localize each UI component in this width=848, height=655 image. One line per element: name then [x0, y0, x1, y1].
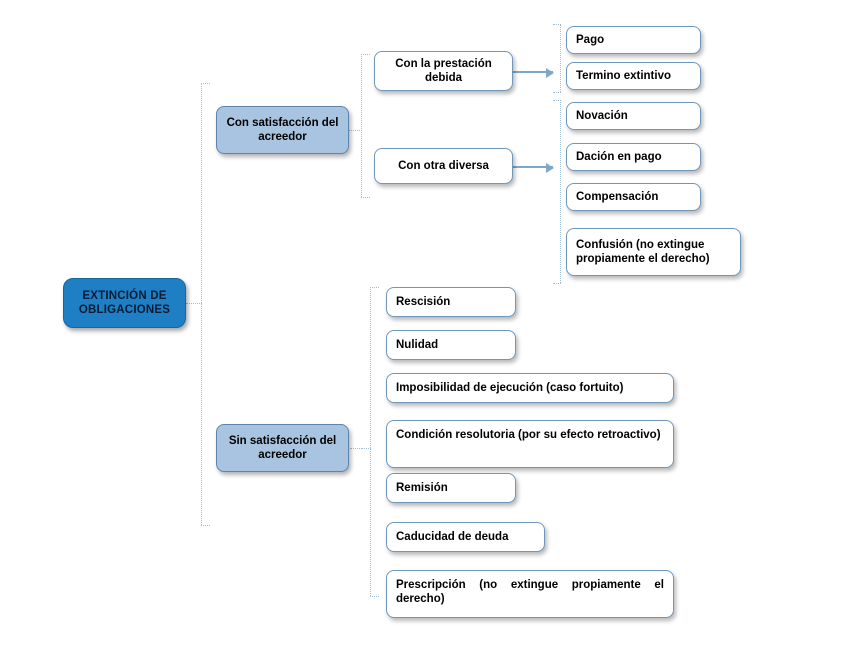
- subbranch-node-con-la-prestacion-debida[interactable]: Con la prestación debida: [374, 51, 513, 91]
- item-node-compensacion-label: Compensación: [576, 190, 659, 203]
- connector-con-satisfaccion-cap-top: [361, 54, 370, 55]
- connector-main-bracket-cap-bottom: [201, 525, 210, 526]
- item-node-imposibilidad-de-ejecucion[interactable]: Imposibilidad de ejecución (caso fortuit…: [386, 373, 674, 403]
- connector-sin-satisfaccion-stub: [350, 448, 362, 449]
- connector-prestacion-items-cap-top: [553, 24, 561, 25]
- subbranch-node-con-otra-diversa-label: Con otra diversa: [398, 159, 489, 172]
- branch-node-sin-satisfaccion-label: Sin satisfacción del acreedor: [228, 434, 337, 461]
- item-node-condicion-resolutoria-label: Condición resolutoria (por su efecto ret…: [396, 429, 661, 441]
- connector-con-satisfaccion-stub: [349, 130, 362, 131]
- connector-sin-satisfaccion-midjoin: [362, 448, 371, 449]
- item-node-confusion[interactable]: Confusión (no extingue propiamente el de…: [566, 228, 741, 276]
- item-node-prescripcion-label: Prescripción (no extingue propiamente el…: [396, 579, 664, 606]
- branch-node-con-satisfaccion[interactable]: Con satisfacción del acreedor: [216, 106, 349, 154]
- subbranch-node-con-la-prestacion-debida-label: Con la prestación debida: [395, 57, 492, 84]
- connector-prestacion-items-bracket: [560, 24, 561, 92]
- connector-main-bracket: [201, 83, 202, 525]
- item-node-novacion[interactable]: Novación: [566, 102, 701, 130]
- connector-sin-satisfaccion-cap-bottom: [370, 596, 379, 597]
- branch-node-con-satisfaccion-label: Con satisfacción del acreedor: [226, 116, 339, 143]
- item-node-nulidad[interactable]: Nulidad: [386, 330, 516, 360]
- arrow-prestacion-to-items: [513, 68, 554, 78]
- item-node-termino-extintivo[interactable]: Termino extintivo: [566, 62, 701, 90]
- item-node-remision-label: Remisión: [396, 481, 448, 494]
- item-node-caducidad-de-deuda[interactable]: Caducidad de deuda: [386, 522, 545, 552]
- connector-otra-diversa-items-cap-top: [553, 100, 561, 101]
- item-node-compensacion[interactable]: Compensación: [566, 183, 701, 211]
- item-node-confusion-label: Confusión (no extingue propiamente el de…: [576, 238, 710, 265]
- item-node-pago[interactable]: Pago: [566, 26, 701, 54]
- item-node-dacion-en-pago-label: Dación en pago: [576, 150, 662, 163]
- root-node-label: EXTINCIÓN DE OBLIGACIONES: [78, 289, 171, 316]
- arrow-otra-diversa-to-items: [513, 163, 554, 173]
- connector-root-stub: [186, 303, 202, 304]
- connector-main-bracket-cap-top: [201, 83, 210, 84]
- item-node-imposibilidad-de-ejecucion-label: Imposibilidad de ejecución (caso fortuit…: [396, 381, 624, 394]
- item-node-novacion-label: Novación: [576, 109, 628, 122]
- item-node-pago-label: Pago: [576, 33, 605, 46]
- connector-otra-diversa-items-bracket: [560, 100, 561, 283]
- connector-con-satisfaccion-bracket: [361, 54, 362, 197]
- item-node-rescision[interactable]: Rescisión: [386, 287, 516, 317]
- item-node-nulidad-label: Nulidad: [396, 338, 439, 351]
- item-node-rescision-label: Rescisión: [396, 295, 451, 308]
- branch-node-sin-satisfaccion[interactable]: Sin satisfacción del acreedor: [216, 424, 349, 472]
- connector-con-satisfaccion-cap-bottom: [361, 197, 370, 198]
- connector-sin-satisfaccion-bracket: [370, 287, 371, 596]
- item-node-remision[interactable]: Remisión: [386, 473, 516, 503]
- connector-sin-satisfaccion-cap-top: [370, 287, 379, 288]
- subbranch-node-con-otra-diversa[interactable]: Con otra diversa: [374, 148, 513, 184]
- item-node-prescripcion[interactable]: Prescripción (no extingue propiamente el…: [386, 570, 674, 618]
- item-node-caducidad-de-deuda-label: Caducidad de deuda: [396, 530, 509, 543]
- item-node-dacion-en-pago[interactable]: Dación en pago: [566, 143, 701, 171]
- item-node-condicion-resolutoria[interactable]: Condición resolutoria (por su efecto ret…: [386, 420, 674, 468]
- connector-otra-diversa-items-cap-bottom: [553, 283, 561, 284]
- connector-prestacion-items-cap-bottom: [553, 92, 561, 93]
- item-node-termino-extintivo-label: Termino extintivo: [576, 69, 671, 82]
- root-node-extincion-de-obligaciones[interactable]: EXTINCIÓN DE OBLIGACIONES: [63, 278, 186, 328]
